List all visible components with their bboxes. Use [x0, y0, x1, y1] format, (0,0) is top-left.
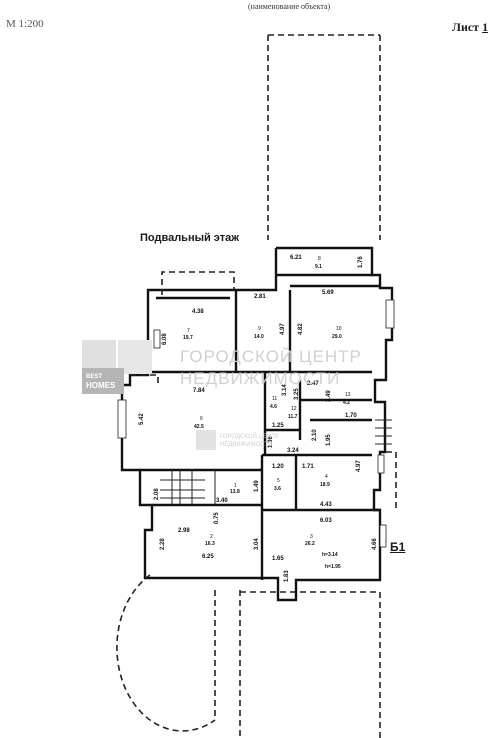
dim-2-49: 2.49: [326, 390, 332, 402]
dim-6-25: 6.25: [202, 554, 214, 560]
watermark-logo-box: [82, 368, 124, 394]
dim-4-38: 4.38: [192, 309, 204, 315]
room-1-area: 13.8: [230, 489, 240, 495]
watermark-line1: ГОРОДСКОЙ ЦЕНТР: [180, 347, 362, 366]
dim-1-65: 1.65: [272, 556, 284, 562]
watermark-logo-top: BEST: [86, 374, 102, 380]
room-4-area: 18.9: [320, 482, 330, 488]
dim-4-97-a: 4.97: [280, 323, 286, 335]
dim-1-36: 1.36: [268, 436, 274, 448]
dim-3-24: 3.24: [287, 448, 299, 454]
dim-6-03: 6.03: [320, 518, 332, 524]
room-13-area: 4.2: [343, 400, 350, 406]
scale-label: М 1:200: [6, 18, 44, 30]
dim-4-43: 4.43: [320, 502, 332, 508]
room-5-area: 3.6: [274, 486, 281, 492]
dim-2-98: 2.98: [178, 528, 190, 534]
room-10-area: 29.0: [332, 334, 342, 340]
room-8-area: 9.1: [315, 264, 322, 270]
dim-6-08: 6.08: [162, 333, 168, 345]
dim-4-82: 4.82: [298, 323, 304, 335]
room-7-number: 7: [187, 328, 190, 334]
dim-1-76: 1.76: [358, 256, 364, 268]
dimension-labels: 4.38 6.08 2.81 5.69 4.97 4.82 6.21 1.76 …: [139, 255, 378, 582]
room-2-area: 16.3: [205, 541, 215, 547]
room-11-number: 11: [272, 396, 277, 402]
dim-3-14: 3.14: [282, 384, 288, 396]
dim-3-25: 3.25: [294, 388, 300, 400]
dim-2-47: 2.47: [307, 381, 319, 387]
room-5-number: 5: [277, 478, 280, 484]
upper-terrace: [267, 34, 381, 240]
dim-1-71: 1.71: [302, 464, 314, 470]
room-12-number: 12: [291, 406, 297, 412]
room-labels: 1 13.8 2 16.3 3 26.2 4 18.9 5 3.6 6 42.5…: [183, 256, 351, 570]
dim-2-10: 2.10: [312, 429, 318, 441]
room-11-area: 4.6: [270, 404, 277, 410]
dim-1-95: 1.95: [326, 434, 332, 446]
height-main: h=3.14: [322, 552, 338, 558]
watermark-small-line1: ГОРОДСКОЙ ЦЕНТР: [220, 432, 279, 440]
room-2-number: 2: [210, 534, 213, 540]
dim-0-75: 0.75: [214, 512, 220, 524]
dim-5-42: 5.42: [139, 413, 145, 425]
height-low: h=1.95: [325, 564, 341, 570]
room-7-area: 19.7: [183, 335, 193, 341]
windows: [117, 299, 395, 548]
interior-walls: [140, 273, 380, 580]
room-3-area: 26.2: [305, 541, 315, 547]
room-10-number: 10: [336, 326, 342, 332]
sheet-label: Лист 1: [452, 20, 488, 35]
watermark-logo-bottom: HOMES: [86, 381, 116, 390]
room-6-area: 42.5: [194, 424, 204, 430]
watermark: BEST HOMES ГОРОДСКОЙ ЦЕНТР НЕДВИЖИМОСТИ …: [82, 340, 362, 450]
room-4-number: 4: [325, 474, 328, 480]
room-13-number: 13: [345, 392, 351, 398]
dim-5-69: 5.69: [322, 290, 334, 296]
room-9-number: 9: [258, 326, 261, 332]
stair: [160, 419, 392, 505]
room-8-number: 8: [318, 256, 321, 262]
dim-2-28: 2.28: [160, 538, 166, 550]
watermark-small-line2: НЕДВИЖИМОСТИ: [220, 442, 272, 448]
room-9-area: 14.0: [254, 334, 264, 340]
dim-4-66: 4.66: [372, 538, 378, 550]
room-3-number: 3: [310, 534, 313, 540]
dim-1-70: 1.70: [345, 413, 357, 419]
sheet-number: 1: [482, 20, 489, 34]
sheet-label-text: Лист: [452, 20, 480, 34]
dim-1-83: 1.83: [284, 570, 290, 582]
dim-6-21: 6.21: [290, 255, 302, 261]
dim-7-84: 7.84: [193, 388, 205, 394]
watermark-small-square: [196, 430, 216, 450]
room-12-area: 11.7: [288, 414, 298, 420]
object-name-caption: (наименование объекта): [248, 2, 331, 11]
dashed-protrusions: [130, 271, 397, 510]
room-6-number: 6: [200, 416, 203, 422]
dim-2-08: 2.08: [154, 488, 160, 500]
dim-3-04: 3.04: [254, 538, 260, 550]
dim-3-40: 3.40: [216, 498, 228, 504]
watermark-line2: НЕДВИЖИМОСТИ: [180, 369, 340, 388]
room-1-number: 1: [234, 483, 237, 489]
dim-1-25: 1.25: [272, 423, 284, 429]
dim-1-20: 1.20: [272, 464, 284, 470]
lower-terrace: [116, 574, 381, 738]
dim-1-49: 1.49: [254, 480, 260, 492]
section-mark: Б1: [390, 540, 406, 554]
dim-4-97-b: 4.97: [356, 460, 362, 472]
dim-2-81: 2.81: [254, 294, 266, 300]
floor-title: Подвальный этаж: [140, 232, 240, 244]
